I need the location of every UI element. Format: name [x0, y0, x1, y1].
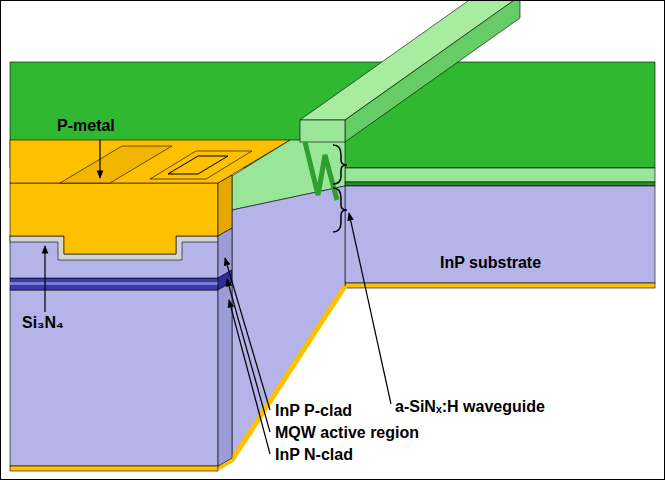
laser-section	[10, 140, 290, 471]
p-clad-side	[218, 228, 232, 278]
ridge-side	[345, 0, 520, 142]
n-clad-side	[218, 282, 232, 466]
back-metal-face	[10, 466, 218, 471]
leader-line	[227, 279, 270, 432]
part-label: P-metal	[57, 117, 115, 135]
ridge-waveguide	[300, 0, 520, 142]
film-face	[345, 168, 655, 182]
ridge-face	[300, 120, 345, 142]
n-clad-face	[10, 290, 218, 466]
mqw-face	[10, 278, 218, 290]
leader-line	[229, 300, 270, 454]
leader-line	[225, 258, 270, 410]
ridge-top	[300, 0, 520, 120]
contact-window	[168, 156, 228, 174]
part-label: InP N-clad	[275, 446, 353, 464]
metal-face	[10, 183, 218, 254]
metal-top	[10, 140, 290, 183]
part-label: InP P-clad	[275, 402, 352, 420]
passive-section	[345, 168, 655, 288]
leader-line	[349, 213, 391, 404]
mqw-barrier	[10, 282, 218, 285]
part-label: a-SiNₓ:H waveguide	[395, 398, 545, 416]
bracket	[333, 188, 347, 232]
contact-pad	[150, 151, 252, 179]
metal-side	[218, 175, 232, 236]
leader-line	[99, 140, 100, 178]
leader-line	[44, 246, 45, 312]
part-label: MQW active region	[275, 424, 419, 442]
part-label: InP substrate	[440, 254, 541, 272]
film-interface	[345, 182, 655, 186]
butt-joint	[305, 142, 337, 200]
bracket	[333, 145, 347, 184]
substrate-face	[345, 186, 655, 283]
part-label: Si₃N₄	[22, 314, 64, 332]
back-metal	[345, 283, 655, 288]
leader-lines	[45, 140, 391, 454]
